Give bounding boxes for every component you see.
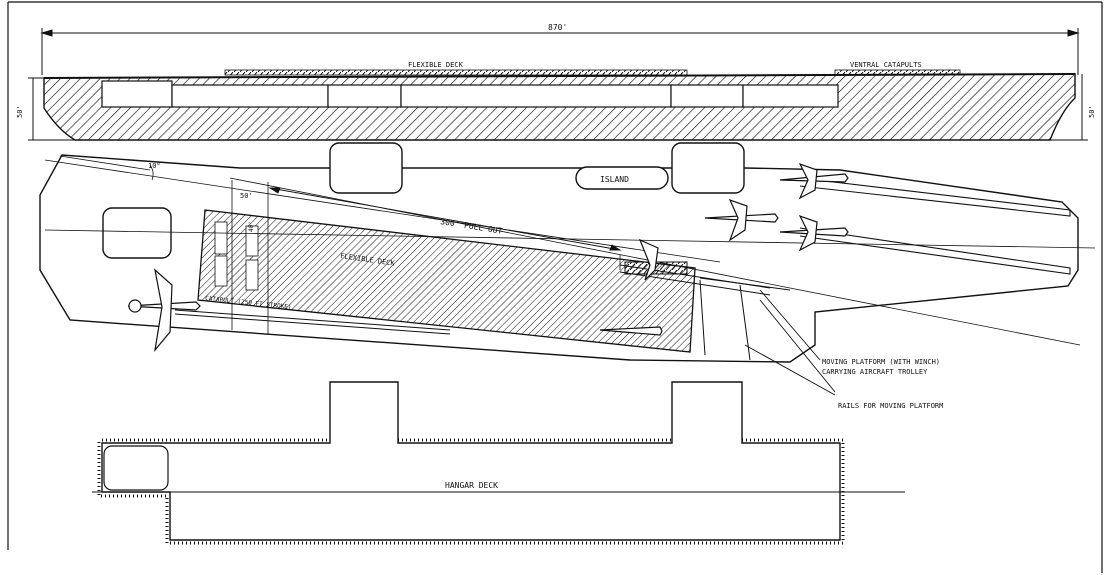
callout-leaders	[744, 289, 836, 396]
rails-label: RAILS FOR MOVING PLATFORM	[838, 402, 943, 410]
small-dim-2-label: 40'	[248, 221, 255, 232]
beam-dimension-left	[28, 77, 75, 141]
ventral-catapult-tracks	[799, 177, 1071, 275]
angle-label: 10°	[148, 162, 161, 170]
ventral-catapults-label: VENTRAL CATAPULTS	[850, 61, 922, 69]
island-label: ISLAND	[600, 175, 629, 184]
angled-flexible-deck	[197, 209, 696, 353]
island	[575, 166, 669, 190]
overall-length-dimension	[40, 28, 1080, 75]
aircraft	[127, 162, 849, 353]
hangar-deck-outline	[101, 381, 841, 541]
beam-right-label: 50'	[1088, 105, 1096, 118]
moving-platform-label-2: CARRYING AIRCRAFT TROLLEY	[822, 368, 928, 376]
frame	[7, 1, 1103, 573]
side-elevation: 870' FLEXIBLE DECK VENTRAL CATAPULTS 50'	[16, 23, 1096, 141]
flight-deck-plan: ISLAND FLEXIBLE DECK 10° 50' 40'	[39, 142, 1096, 396]
ventral-catapults-strip	[834, 69, 961, 76]
deck-elevators	[102, 142, 745, 259]
pull-out-dimension	[268, 187, 622, 251]
catapult-track	[174, 309, 451, 335]
beam-left-label: 50'	[16, 105, 24, 118]
flexible-deck-strip	[224, 69, 688, 76]
hangar-compartments	[101, 80, 839, 108]
beam-dimension-right	[1050, 74, 1088, 141]
moving-platform-rails	[619, 261, 791, 361]
hangar-deck-plan	[92, 381, 905, 545]
small-dim-1-label: 50'	[240, 192, 253, 200]
hangar-deck-hatch-edge	[97, 438, 845, 545]
hangar-deck-label: HANGAR DECK	[445, 481, 498, 490]
flexible-deck-top-label: FLEXIBLE DECK	[408, 61, 464, 69]
hangar-elevator-left	[103, 445, 169, 491]
moving-platform-label-1: MOVING PLATFORM (WITH WINCH)	[822, 358, 940, 366]
overall-length-label: 870'	[548, 23, 567, 32]
